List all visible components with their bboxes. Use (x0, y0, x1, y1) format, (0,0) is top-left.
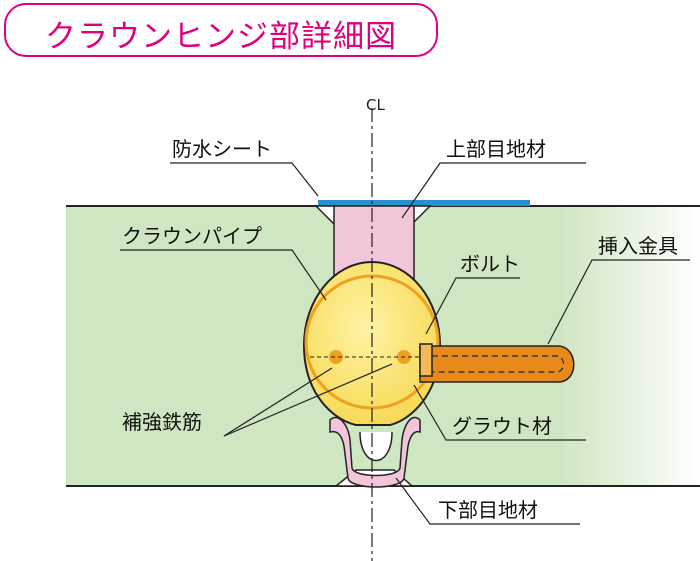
label-upper-joint-material: 上部目地材 (446, 137, 546, 161)
lower-joint-inner (359, 431, 393, 462)
leader-lower-joint (395, 477, 580, 525)
label-reinforcing-bar: 補強鉄筋 (122, 410, 202, 434)
reinforcing-bar-left (329, 350, 343, 364)
insert-fitting-dashed (432, 355, 565, 373)
label-waterproof-sheet: 防水シート (172, 137, 272, 161)
leader-bolt (425, 277, 520, 335)
leader-rebar-left (223, 367, 333, 437)
label-crown-pipe: クラウンパイプ (122, 224, 262, 248)
lower-joint-material (329, 416, 421, 488)
leader-waterproof (170, 162, 319, 197)
label-bolt: ボルト (460, 252, 520, 276)
label-insert-fitting: 挿入金具 (598, 234, 678, 258)
leader-grout (413, 384, 586, 441)
centerline-symbol: CL (366, 96, 385, 114)
waterproof-sheet (318, 200, 530, 206)
diagram-title: クラウンヒンジ部詳細図 (45, 19, 397, 55)
leader-insert (547, 259, 690, 345)
label-lower-joint-material: 下部目地材 (438, 498, 538, 522)
leader-upper-joint (401, 162, 586, 219)
leader-rebar-right (223, 363, 393, 437)
leader-crown-pipe (120, 249, 327, 301)
insert-fitting-collar (419, 343, 433, 377)
title-box: クラウンヒンジ部詳細図 (4, 3, 438, 57)
label-grout-material: グラウト材 (452, 414, 552, 438)
insert-fitting (419, 345, 575, 383)
